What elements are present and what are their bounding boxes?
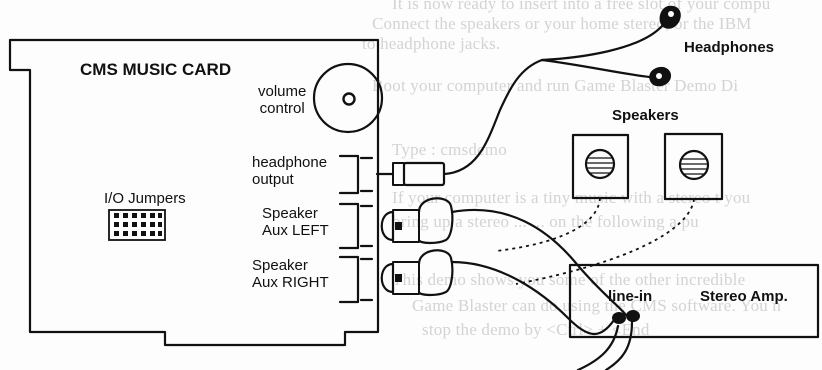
speaker-right-cone bbox=[678, 149, 710, 181]
volume-label-line-1: volume bbox=[258, 83, 307, 100]
volume-control-label: volume control bbox=[258, 83, 307, 118]
line-in-cable-out bbox=[576, 324, 620, 370]
speaker-aux-right-label: Speaker Aux RIGHT bbox=[252, 257, 329, 292]
bleed-text-line-4: Boot your computer and run Game Blaster … bbox=[372, 76, 739, 95]
aux-right-plug-body bbox=[392, 261, 420, 295]
volume-label-line-2: control bbox=[259, 99, 305, 117]
headphone-label-line-1: headphone bbox=[252, 154, 328, 171]
aux-right-label-line-1: Speaker bbox=[252, 257, 308, 274]
speaker-right-box bbox=[663, 132, 724, 201]
speaker-left-dashed-wire bbox=[495, 197, 601, 252]
aux-left-cable bbox=[450, 208, 628, 317]
line-in-label: line-in bbox=[608, 288, 653, 305]
io-jumpers-label: I/O Jumpers bbox=[104, 190, 186, 207]
bleed-text-line-6: If your computer is a tiny music with a … bbox=[392, 188, 751, 207]
speakers-label: Speakers bbox=[612, 107, 679, 124]
headphone-jack-housing bbox=[338, 154, 360, 195]
speaker-right-dashed-wire bbox=[515, 198, 695, 285]
io-jumper-pins bbox=[114, 213, 162, 236]
aux-right-plug-collar bbox=[380, 262, 395, 294]
headphone-jack-bracket bbox=[359, 156, 374, 193]
aux-left-label-line-2: Aux LEFT bbox=[262, 221, 329, 239]
speaker-aux-left-label: Speaker Aux LEFT bbox=[262, 205, 329, 240]
stereo-amp-label: Stereo Amp. bbox=[700, 288, 788, 305]
aux-right-jack-bracket bbox=[359, 257, 374, 302]
line-in-cable-out-2 bbox=[604, 320, 634, 370]
io-jumper-block bbox=[108, 209, 166, 241]
aux-right-cable bbox=[450, 260, 616, 336]
speaker-left-box bbox=[571, 133, 630, 200]
aux-left-plug-collar bbox=[380, 210, 395, 242]
aux-left-jack-bracket bbox=[359, 204, 374, 248]
headphone-cable-right bbox=[540, 58, 662, 80]
headphone-plug-body bbox=[392, 162, 405, 186]
headphone-label-line-2: output bbox=[252, 170, 294, 188]
headphone-plug-grip bbox=[402, 161, 446, 187]
aux-right-jack-housing bbox=[338, 255, 360, 304]
bleed-text-line-9: Game Blaster can do using the CMS softwa… bbox=[412, 296, 782, 315]
card-title: CMS MUSIC CARD bbox=[80, 60, 232, 79]
bleed-text-line-7: bring up a stereo ... ... on the followi… bbox=[392, 212, 699, 231]
speaker-left-cone bbox=[584, 148, 616, 180]
stereo-amp-box bbox=[568, 263, 820, 339]
headphone-cable-left bbox=[540, 24, 664, 62]
aux-left-plug-body bbox=[392, 209, 420, 243]
volume-knob-outer bbox=[312, 62, 384, 134]
line-in-jacks bbox=[612, 310, 640, 324]
headphone-output-label: headphone output bbox=[252, 154, 328, 189]
volume-knob-inner bbox=[342, 92, 356, 106]
aux-left-plug-head bbox=[417, 197, 454, 245]
bleed-text-line-8: This demo shows you some of the other in… bbox=[392, 270, 746, 289]
aux-right-plug-head bbox=[417, 249, 454, 297]
aux-right-label-line-2: Aux RIGHT bbox=[252, 273, 329, 291]
headphone-cable-main bbox=[442, 58, 544, 176]
headphone-earbuds bbox=[649, 5, 681, 87]
aux-left-jack-housing bbox=[338, 202, 360, 250]
bleed-text-line-2: Connect the speakers or your home stereo… bbox=[372, 14, 752, 33]
bleed-text-line-3: to headphone jacks. bbox=[362, 34, 501, 53]
music-card-outline bbox=[8, 38, 380, 347]
headphones-label: Headphones bbox=[684, 39, 775, 56]
aux-left-label-line-1: Speaker bbox=[262, 205, 318, 222]
